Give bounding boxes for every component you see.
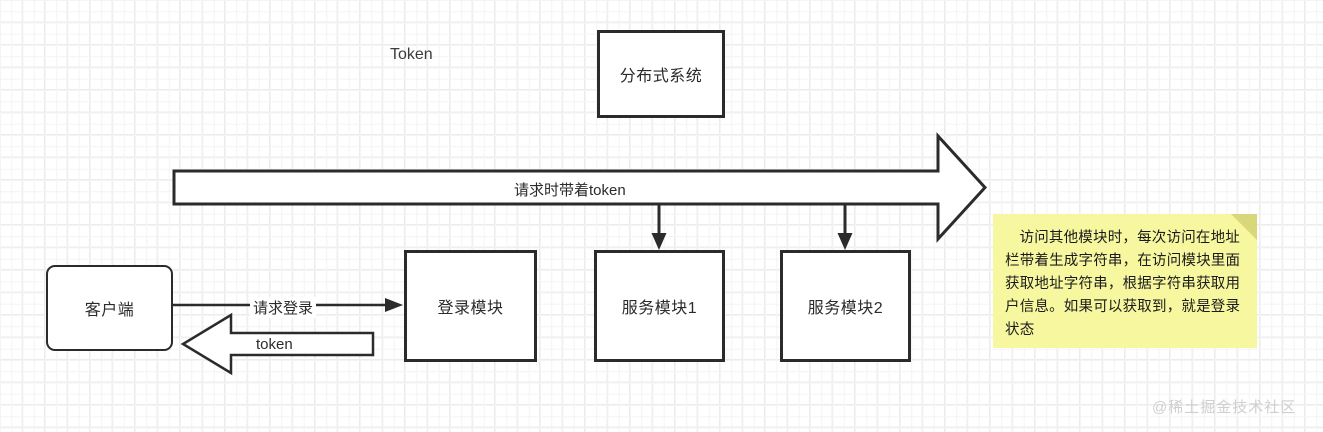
node-distributed-system[interactable]: 分布式系统 — [597, 30, 725, 118]
drop-arrowhead-service-1 — [651, 233, 667, 250]
node-service-module-2-label: 服务模块2 — [807, 300, 884, 317]
request-login-arrowhead — [385, 298, 403, 312]
node-service-module-1-label: 服务模块1 — [621, 300, 698, 317]
node-login-module[interactable]: 登录模块 — [404, 250, 537, 362]
token-title-label: Token — [390, 46, 433, 63]
token-return-block-arrow — [180, 312, 375, 376]
node-login-module-label: 登录模块 — [437, 300, 504, 317]
node-service-module-1[interactable]: 服务模块1 — [594, 250, 725, 362]
note-fold-corner-icon — [1231, 214, 1257, 240]
node-service-module-2[interactable]: 服务模块2 — [780, 250, 911, 362]
watermark: @稀土掘金技术社区 — [1152, 399, 1297, 416]
sticky-note-text: 访问其他模块时，每次访问在地址栏带着生成字符串，在访问模块里面获取地址字符串，根… — [1005, 230, 1241, 338]
edge-label-request-login: 请求登录 — [250, 297, 317, 318]
node-distributed-system-label: 分布式系统 — [619, 68, 703, 85]
edge-label-token-return: token — [256, 336, 293, 353]
drop-arrowhead-service-2 — [837, 233, 853, 250]
sticky-note[interactable]: 访问其他模块时，每次访问在地址栏带着生成字符串，在访问模块里面获取地址字符串，根… — [993, 214, 1257, 348]
request-with-token-block-arrow — [172, 132, 988, 243]
node-client[interactable]: 客户端 — [46, 265, 173, 351]
edge-label-request-with-token: 请求时带着token — [514, 182, 626, 199]
node-client-label: 客户端 — [84, 302, 135, 319]
